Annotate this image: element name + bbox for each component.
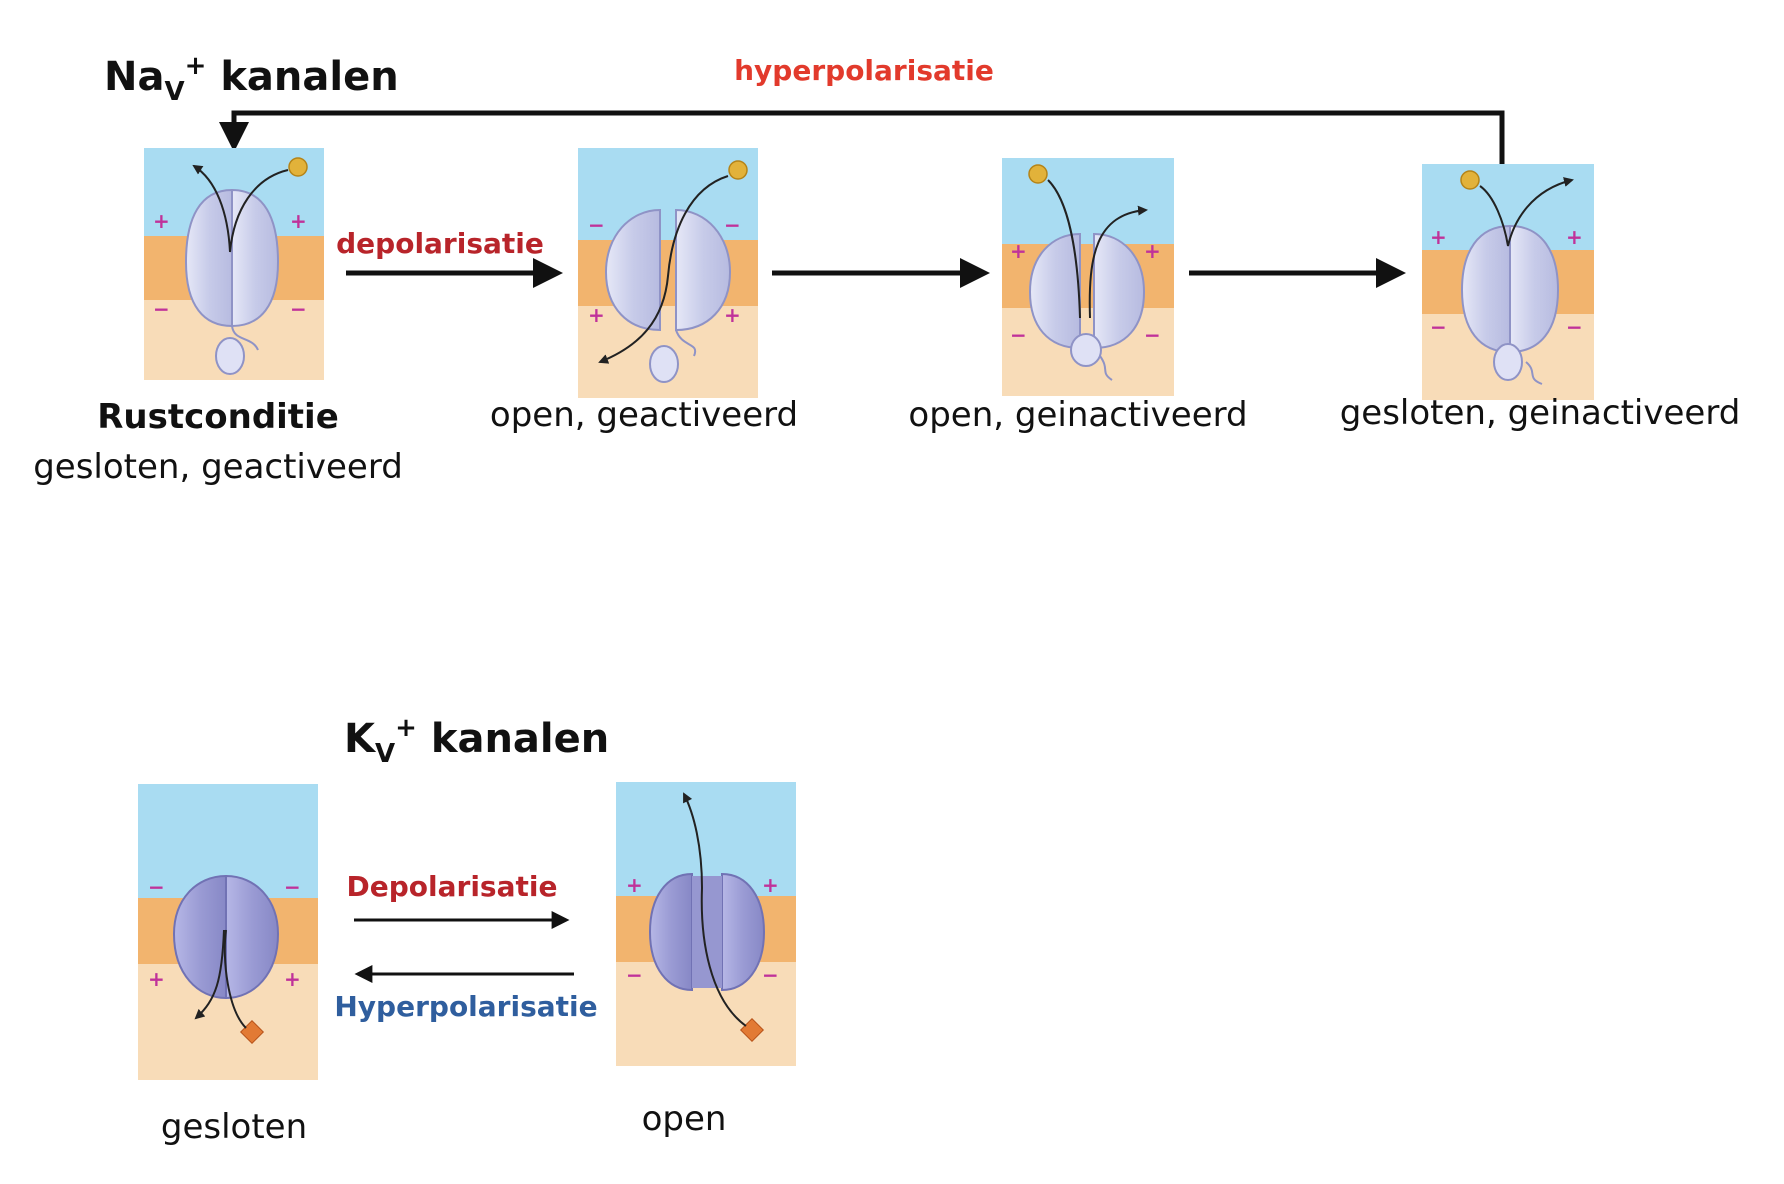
nav-panel-open-activated: − − + + [578,148,758,398]
nav-panel-open-inactivated: + + − − [1002,158,1174,396]
potassium-ion [239,1019,265,1045]
minus-sign: − [284,875,301,899]
minus-sign: − [290,297,307,321]
sodium-ion [288,157,308,177]
plus-sign: + [724,303,741,327]
kv-panel-closed: − − + + [138,784,318,1080]
potassium-channel-open [648,872,766,992]
plus-sign: + [290,209,307,233]
sodium-ion [728,160,748,180]
ion-flow-arrow [192,164,289,253]
minus-sign: − [1144,323,1161,347]
inactivation-gate [1070,333,1102,367]
kv-hyperpolarisatie-label: Hyperpolarisatie [334,990,597,1023]
depolarisatie-label: depolarisatie [336,227,544,260]
kv-depolarisatie-label: Depolarisatie [347,870,558,903]
minus-sign: − [724,213,741,237]
plus-sign: + [626,873,643,897]
inactivation-gate [215,337,245,375]
state-label-open-inactivated: open, geinactiveerd [908,395,1247,435]
extracellular-region [1002,158,1174,244]
kv-state-label-open: open [642,1099,727,1139]
kv-panel-open: + + − − [616,782,796,1066]
state-label-open-activated: open, geactiveerd [490,395,798,435]
ion-flow-arrow [683,792,747,1027]
ion-flow-arrow [1479,177,1574,247]
minus-sign: − [148,875,165,899]
plus-sign: + [284,967,301,991]
minus-sign: − [626,963,643,987]
plus-sign: + [1430,225,1447,249]
minus-sign: − [1430,315,1447,339]
sodium-ion [1028,164,1048,184]
nav-title: NaV+ kanalen [104,51,399,107]
state-label-rest: gesloten, geactiveerd [33,447,403,487]
potassium-channel-closed [172,874,280,1000]
ion-flow-arrow [598,175,729,364]
plus-sign: + [1144,239,1161,263]
minus-sign: − [1566,315,1583,339]
ion-flow-arrow [223,929,247,1029]
plus-sign: + [153,209,170,233]
nav-panel-closed-inactivated: + + − − [1422,164,1594,400]
minus-sign: − [1010,323,1027,347]
plus-sign: + [1010,239,1027,263]
sodium-channel-inactivated [1028,232,1146,381]
plus-sign: + [762,873,779,897]
state-label-rest-bold: Rustconditie [97,397,339,437]
minus-sign: − [588,213,605,237]
kv-state-label-closed: gesloten [161,1107,307,1147]
minus-sign: − [153,297,170,321]
ion-flow-arrow [1088,205,1148,319]
sodium-channel-closed [184,188,280,375]
plus-sign: + [148,967,165,991]
sodium-channel-closed-inactivated [1460,224,1560,385]
sodium-ion [1460,170,1480,190]
hyperpolarisatie-label: hyperpolarisatie [734,54,994,87]
ion-flow-arrow [1047,179,1081,319]
hyperpolarisatie-return-arrow [219,110,1505,165]
sodium-channel-open [604,208,732,383]
nav-panel-rest: + + − − [144,148,324,380]
inactivation-gate [649,345,679,383]
plus-sign: + [1566,225,1583,249]
plus-sign: + [588,303,605,327]
extracellular-region [578,148,758,240]
inactivation-gate [1493,343,1523,381]
potassium-ion [739,1017,765,1043]
ion-flow-arrow [194,929,225,1020]
state-label-closed-inactivated: gesloten, geinactiveerd [1340,393,1741,433]
kv-title: KV+ kanalen [344,713,609,769]
minus-sign: − [762,963,779,987]
